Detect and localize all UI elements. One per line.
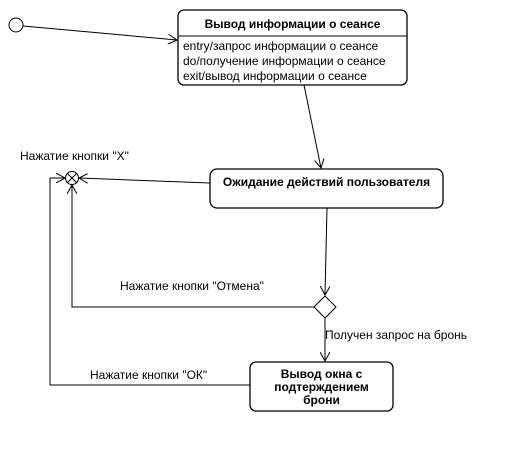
label-booking-request: Получен запрос на бронь xyxy=(325,328,467,342)
state-waiting: Ожидание действий пользователя xyxy=(209,168,444,209)
state-booking-confirm-line1: Вывод окна с xyxy=(281,367,363,381)
state-booking-confirm-line3: брони xyxy=(303,393,340,407)
terminate-state xyxy=(65,171,79,185)
initial-state xyxy=(8,17,24,33)
label-button-cancel: Нажатие кнопки "Отмена" xyxy=(120,279,264,293)
state-booking-confirm: Вывод окна с подтерждением брони xyxy=(249,361,394,412)
label-button-x: Нажатие кнопки "X" xyxy=(20,149,129,163)
state-session-info-entry: entry/запрос информации о сеансе xyxy=(183,39,378,53)
state-waiting-title: Ожидание действий пользователя xyxy=(223,175,430,189)
state-booking-confirm-line2: подтерждением xyxy=(274,380,369,394)
state-session-info-do: do/получение информации о сеансе xyxy=(183,54,386,68)
transition-button-ok xyxy=(49,178,250,386)
state-session-info-exit: exit/вывод информации о сеансе xyxy=(183,69,367,83)
transition-initial xyxy=(22,25,177,40)
transition-info-to-waiting xyxy=(303,84,321,168)
state-session-info-title: Вывод информации о сеансе xyxy=(205,17,381,31)
label-button-ok: Нажатие кнопки "ОК" xyxy=(90,368,207,382)
decision-node xyxy=(313,295,337,319)
transition-button-cancel xyxy=(72,185,314,308)
transition-waiting-to-decision xyxy=(325,207,327,295)
transition-button-x xyxy=(79,178,211,184)
state-session-info: Вывод информации о сеансе entry/запрос и… xyxy=(177,9,408,86)
